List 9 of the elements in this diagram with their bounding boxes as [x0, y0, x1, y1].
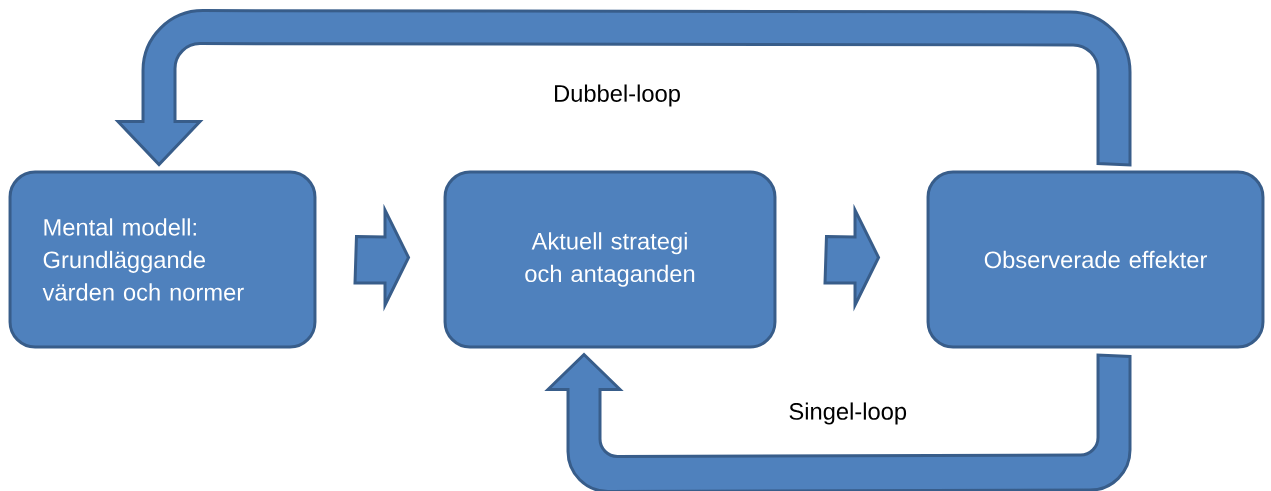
process-box: Mental modell: Grundläggande värden och normer [8, 170, 317, 349]
block-arrow [353, 203, 411, 312]
block-arrow [116, 9, 1132, 167]
block-arrow [823, 203, 881, 312]
block-arrow [546, 353, 1132, 491]
process-box: Observerade effekter [926, 170, 1265, 349]
edge-label: Dubbel-loop [551, 82, 683, 109]
edge-label: Singel-loop [786, 400, 909, 427]
process-box: Aktuell strategi och antaganden [443, 170, 777, 349]
